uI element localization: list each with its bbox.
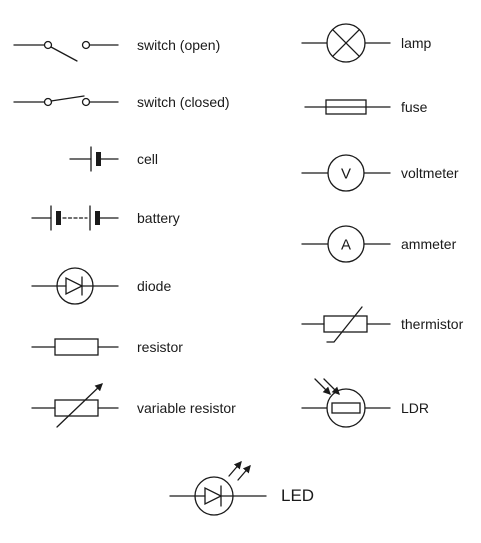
ldr-icon bbox=[301, 378, 391, 428]
label-led: LED bbox=[281, 486, 315, 505]
label-diode: diode bbox=[137, 278, 172, 294]
thermistor-icon bbox=[301, 306, 391, 343]
resistor-icon bbox=[31, 338, 119, 356]
label-variable-resistor: variable resistor bbox=[137, 400, 236, 416]
label-fuse: fuse bbox=[401, 99, 428, 115]
label-switch-open: switch (open) bbox=[137, 37, 221, 53]
voltmeter-letter: V bbox=[341, 166, 351, 183]
battery-icon bbox=[31, 205, 119, 231]
label-battery: battery bbox=[137, 210, 180, 226]
fuse-icon bbox=[304, 99, 391, 115]
variable-resistor-icon bbox=[31, 383, 119, 428]
ammeter-letter: A bbox=[341, 237, 351, 254]
led-icon bbox=[169, 461, 267, 516]
label-lamp: lamp bbox=[401, 35, 432, 51]
cell-icon bbox=[69, 146, 119, 172]
label-voltmeter: voltmeter bbox=[401, 165, 459, 181]
label-ammeter: ammeter bbox=[401, 236, 457, 252]
voltmeter-icon bbox=[301, 154, 391, 192]
label-thermistor: thermistor bbox=[401, 316, 464, 332]
open-switch-icon bbox=[13, 40, 119, 62]
diode-icon bbox=[31, 267, 119, 305]
label-switch-closed: switch (closed) bbox=[137, 94, 230, 110]
closed-switch-icon bbox=[13, 95, 119, 107]
ammeter-icon bbox=[301, 225, 391, 263]
label-cell: cell bbox=[137, 151, 159, 167]
label-ldr: LDR bbox=[401, 400, 430, 416]
lamp-icon bbox=[301, 23, 391, 63]
label-resistor: resistor bbox=[137, 339, 183, 355]
